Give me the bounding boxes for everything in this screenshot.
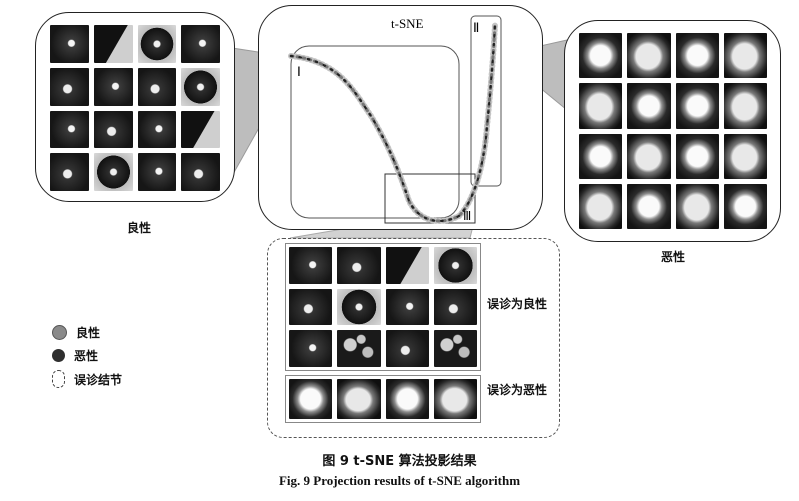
legend-label: 误诊结节 [74,372,123,387]
malignant-dot-icon [52,349,65,362]
nodule-thumb [385,379,429,419]
nodule-thumb [50,25,89,63]
legend-item-benign: 良性 [52,324,100,341]
nodule-thumb [579,33,623,79]
nodule-thumb [93,110,133,149]
caption-en: Fig. 9 Projection results of t-SNE algor… [278,473,521,488]
nodule-thumb [93,153,133,191]
nodule-thumb [675,33,719,79]
misdiag-benign-grid [289,247,477,367]
nodule-thumb [93,67,133,106]
benign-dot-icon [52,325,67,340]
nodule-thumb [385,288,429,326]
nodule-thumb [433,247,477,284]
region-III-box [384,173,476,224]
nodule-thumb [137,110,177,149]
nodule-thumb [289,288,333,326]
nodule-thumb [137,25,177,63]
benign-image-grid [50,25,220,191]
misdiagnosed-malignant-group [285,375,481,423]
nodule-thumb [723,133,767,179]
misdiag-as-benign-label: 误诊为良性 [487,297,548,311]
nodule-thumb [627,183,671,229]
legend-item-misdiagnosed: 误诊结节 [52,370,122,388]
malignant-label: 恶性 [661,250,686,264]
scatter-points-benign [289,22,497,223]
misdiagnosis-panel: 误诊为良性 误诊为恶性 [267,238,560,438]
tsne-plot: t-SNE Ⅰ Ⅱ Ⅲ [288,15,502,224]
nodule-thumb [723,33,767,79]
dashed-circle-icon [52,370,65,388]
caption-cn: 图 9 t-SNE 算法投影结果 [322,454,477,469]
tsne-panel: t-SNE Ⅰ Ⅱ Ⅲ [258,5,543,230]
malignant-panel [564,20,781,242]
nodule-thumb [579,183,623,229]
region-I-box [290,45,460,219]
legend-label: 良性 [76,326,101,340]
nodule-thumb [579,83,623,129]
benign-label: 良性 [127,221,152,235]
benign-panel [35,12,235,202]
nodule-thumb [337,288,381,326]
legend-label: 恶性 [74,349,99,363]
nodule-thumb [137,67,177,106]
nodule-thumb [675,83,719,129]
nodule-thumb [723,183,767,229]
nodule-thumb [93,25,133,63]
nodule-thumb [289,247,333,284]
nodule-thumb [337,247,381,284]
nodule-thumb [289,330,333,367]
scatter-points-malignant [289,22,497,223]
nodule-thumb [385,247,429,284]
nodule-thumb [627,133,671,179]
nodule-thumb [50,153,89,191]
misdiag-malignant-grid [289,379,477,419]
region-II-label: Ⅱ [473,20,479,35]
nodule-thumb [385,330,429,367]
region-III-label: Ⅲ [463,209,471,223]
nodule-thumb [337,330,381,367]
nodule-thumb [675,133,719,179]
nodule-thumb [579,133,623,179]
nodule-thumb [337,379,381,419]
nodule-thumb [181,110,220,149]
region-II-box [470,15,502,187]
nodule-thumb [433,288,477,326]
tsne-title: t-SNE [391,16,424,31]
malignant-image-grid [579,33,767,229]
misdiagnosed-benign-group [285,243,481,371]
nodule-thumb [289,379,333,419]
scatter-band [288,21,498,224]
nodule-thumb [50,67,89,106]
nodule-thumb [137,153,177,191]
nodule-thumb [627,33,671,79]
nodule-thumb [433,379,477,419]
nodule-thumb [433,330,477,367]
nodule-thumb [723,83,767,129]
legend-item-malignant: 恶性 [52,347,98,364]
nodule-thumb [675,183,719,229]
nodule-thumb [50,110,89,149]
nodule-thumb [627,83,671,129]
region-I-label: Ⅰ [297,64,301,79]
nodule-thumb [181,67,220,106]
nodule-thumb [181,25,220,63]
misdiag-as-malignant-label: 误诊为恶性 [487,383,548,397]
nodule-thumb [181,153,220,191]
